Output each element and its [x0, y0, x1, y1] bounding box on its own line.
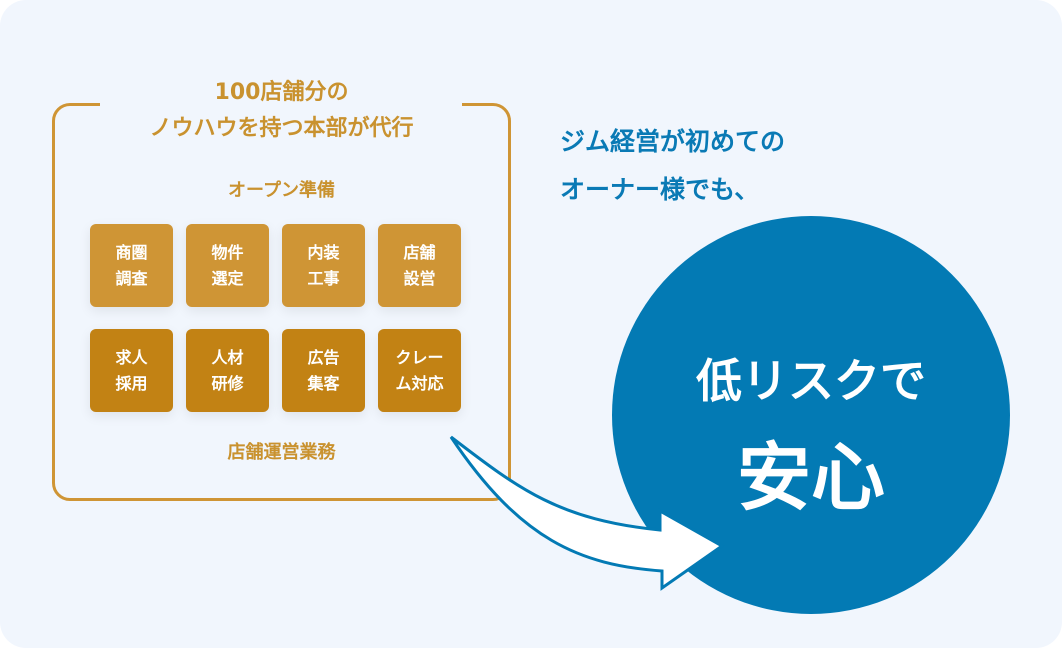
- tile-text: クレー: [395, 347, 444, 367]
- tile-text: 集客: [307, 373, 340, 393]
- lead-line2: オーナー様でも、: [560, 175, 760, 204]
- tile-text: 研修: [211, 373, 244, 393]
- tile-text: 物件: [211, 242, 244, 262]
- tile-text: 採用: [115, 373, 148, 393]
- open-prep-label: オープン準備: [228, 180, 335, 201]
- tile-text: 工事: [307, 268, 340, 288]
- store-ops-label: 店舗運営業務: [227, 442, 336, 463]
- task-tile: 店舗設営: [378, 224, 461, 307]
- tile-text: 内装: [307, 242, 340, 262]
- task-tile: クレーム対応: [378, 329, 461, 412]
- tile-text: 店舗: [403, 242, 436, 262]
- task-tile: 人材研修: [186, 329, 269, 412]
- tile-text: 求人: [115, 347, 148, 367]
- box-title-line2: ノウハウを持つ本部が代行: [149, 116, 414, 141]
- tile-text: 調査: [115, 268, 148, 288]
- tile-text: 広告: [307, 347, 340, 367]
- task-tile: 内装工事: [282, 224, 365, 307]
- box-title-line1: 100店舗分の: [214, 80, 349, 105]
- task-tile: 求人採用: [90, 329, 173, 412]
- tile-text: 設営: [403, 268, 436, 288]
- tile-text: 人材: [211, 347, 244, 367]
- tile-text: ム対応: [395, 373, 444, 393]
- task-tile: 広告集客: [282, 329, 365, 412]
- title-gap: [100, 98, 462, 112]
- tile-text: 選定: [211, 268, 244, 288]
- tile-text: 商圏: [115, 242, 148, 262]
- task-tile: 商圏調査: [90, 224, 173, 307]
- circle-line2: 安心: [737, 435, 885, 521]
- circle-line1: 低リスクで: [696, 354, 926, 408]
- box-title: 100店舗分の ノウハウを持つ本部が代行: [52, 75, 511, 147]
- lead-text: ジム経営が初めての オーナー様でも、: [560, 118, 785, 214]
- task-tile: 物件選定: [186, 224, 269, 307]
- lead-line1: ジム経営が初めての: [560, 127, 786, 156]
